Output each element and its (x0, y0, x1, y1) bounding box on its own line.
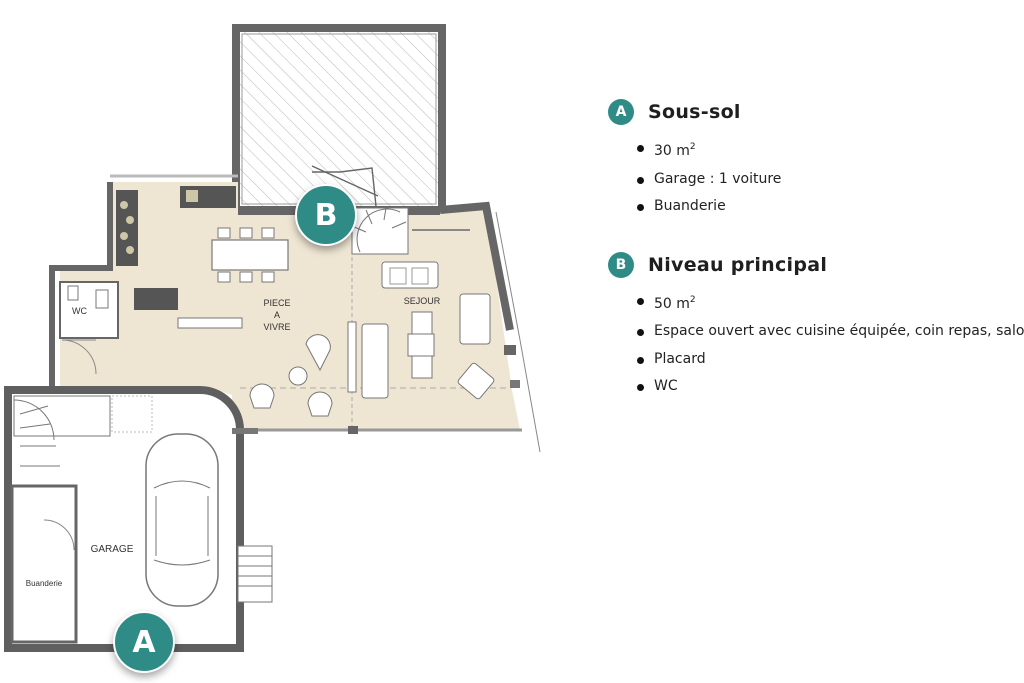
room-label-buanderie: Buanderie (26, 579, 63, 588)
badge-b: B (608, 251, 634, 278)
feature-list: 50 m2 Espace ouvert avec cuisine équipée… (608, 287, 1024, 401)
terrace (232, 24, 446, 214)
kitchen (116, 186, 243, 329)
dining-table (211, 227, 289, 283)
staircase-main (311, 165, 409, 255)
badge-a: A (608, 99, 634, 125)
list-item: Placard (637, 346, 1024, 374)
marker-b: B (295, 184, 357, 246)
room-label-garage: GARAGE (91, 544, 134, 555)
room-label-piece: PIECE (263, 298, 290, 308)
room-label-vivre: VIVRE (263, 322, 290, 332)
feature-list: 30 m2 Garage : 1 voiture Buanderie (608, 134, 1024, 221)
section-title: Sous-sol (648, 101, 741, 123)
living-furniture (249, 261, 495, 417)
room-label-a: A (274, 310, 280, 320)
legend-section-b: B Niveau principal 50 m2 Espace ouvert a… (608, 249, 1024, 401)
list-item-area: 30 m2 (637, 134, 1024, 166)
section-title: Niveau principal (648, 253, 828, 276)
staircase-garage (237, 545, 273, 603)
garage (4, 386, 258, 652)
room-label-wc: WC (72, 306, 87, 316)
list-item-area: 50 m2 (637, 287, 1024, 319)
list-item: Buanderie (637, 193, 1024, 221)
floor-plan: WC PIECE A VIVRE SEJOUR GARAGE Buanderie (4, 24, 541, 652)
list-item: Espace ouvert avec cuisine équipée, coin… (637, 318, 1024, 346)
car-icon (145, 433, 219, 607)
room-label-sejour: SEJOUR (404, 296, 441, 306)
wc-room (59, 281, 119, 375)
marker-a: A (113, 611, 175, 673)
legend-section-a: A Sous-sol 30 m2 Garage : 1 voiture Buan… (608, 96, 1024, 221)
legend-panel: A Sous-sol 30 m2 Garage : 1 voiture Buan… (608, 96, 1024, 421)
list-item: WC (637, 373, 1024, 401)
list-item: Garage : 1 voiture (637, 166, 1024, 194)
